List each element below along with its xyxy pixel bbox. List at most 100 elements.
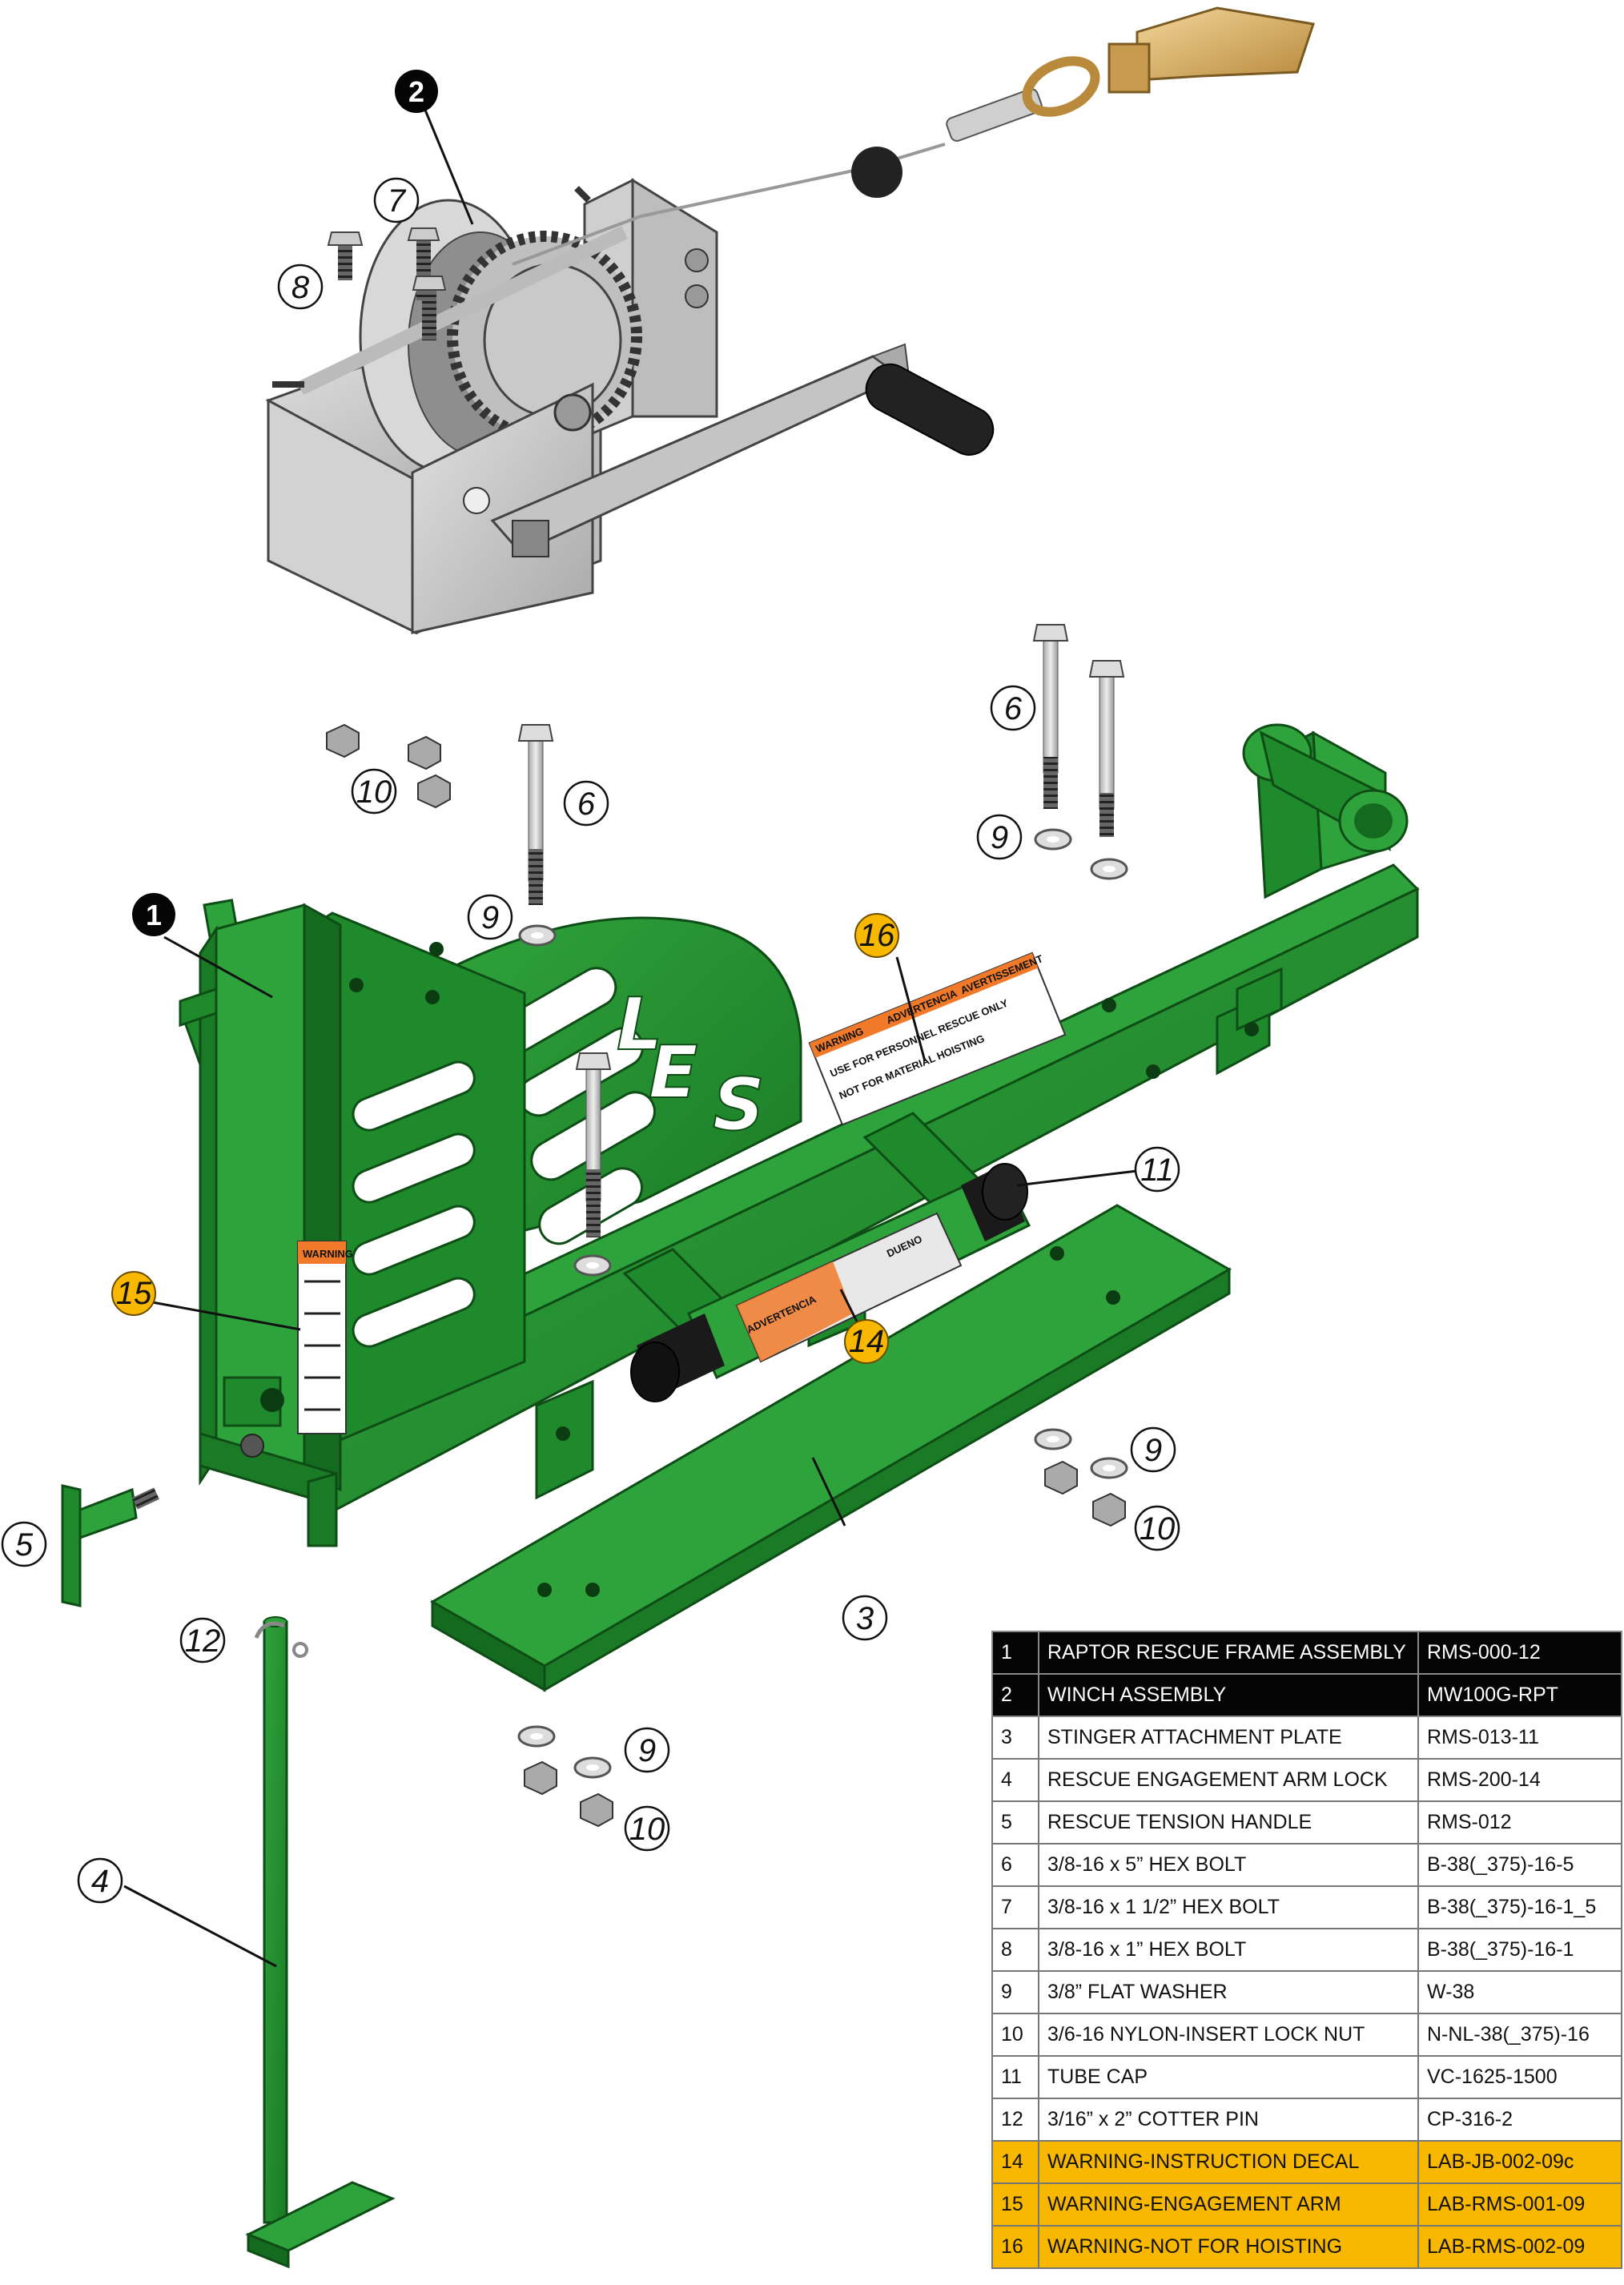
svg-text:3: 3: [856, 1601, 874, 1636]
callout-5: 5: [1, 1521, 47, 1567]
bom-item-number: 8: [991, 1928, 1039, 1972]
bom-item-number: 10: [991, 2013, 1039, 2057]
callout-8: 8: [277, 263, 324, 310]
logo-letter-s: S: [713, 1063, 765, 1147]
svg-text:10: 10: [629, 1812, 665, 1847]
callout-7: 7: [373, 177, 420, 223]
svg-text:14: 14: [849, 1324, 885, 1359]
callout-10-b: 10: [1134, 1505, 1180, 1551]
svg-text:10: 10: [1140, 1511, 1176, 1547]
logo-letter-l: L: [617, 983, 662, 1067]
bom-part-number: VC-1625-1500: [1417, 2055, 1622, 2099]
leader-lines: [123, 107, 1138, 1968]
bom-part-number: RMS-000-12: [1417, 1631, 1622, 1675]
callout-4: 4: [77, 1857, 123, 1904]
not-for-hoisting-decal: WARNING ADVERTENCIA AVERTISSEMENT USE FO…: [808, 951, 1067, 1126]
bom-part-number: LAB-RMS-001-09: [1417, 2182, 1622, 2227]
bom-item-number: 7: [991, 1885, 1039, 1929]
callout-9-b: 9: [976, 814, 1023, 860]
bom-description: 3/8-16 x 1 1/2” HEX BOLT: [1038, 1885, 1419, 1929]
bom-description: 3/8-16 x 5” HEX BOLT: [1038, 1843, 1419, 1887]
rescue-tension-handle: [61, 1484, 159, 1607]
bom-description: RAPTOR RESCUE FRAME ASSEMBLY: [1038, 1631, 1419, 1675]
callout-12: 12: [179, 1617, 226, 1663]
winch-assembly: [265, 6, 1315, 635]
hardware: [326, 624, 1128, 1828]
bom-item-number: 15: [991, 2182, 1039, 2227]
bom-part-number: CP-316-2: [1417, 2098, 1622, 2142]
svg-text:5: 5: [15, 1527, 34, 1563]
bom-description: 3/16” x 2” COTTER PIN: [1038, 2098, 1419, 2142]
svg-text:12: 12: [185, 1623, 221, 1659]
bom-item-number: 3: [991, 1716, 1039, 1760]
rescue-engagement-arm-lock: [245, 1616, 396, 2269]
bom-part-number: B-38(_375)-16-1: [1417, 1928, 1622, 1972]
bom-part-number: LAB-JB-002-09c: [1417, 2140, 1622, 2184]
bom-item-number: 11: [991, 2055, 1039, 2099]
bom-item-number: 9: [991, 1970, 1039, 2014]
callout-6-right: 6: [990, 685, 1036, 731]
svg-text:9: 9: [481, 900, 499, 935]
bom-description: RESCUE ENGAGEMENT ARM LOCK: [1038, 1758, 1419, 1802]
bom-description: 3/8-16 x 1” HEX BOLT: [1038, 1928, 1419, 1972]
bom-item-number: 16: [991, 2225, 1039, 2269]
callout-15: 15: [111, 1271, 156, 1316]
svg-text:6: 6: [577, 786, 596, 822]
callout-10-c: 10: [624, 1805, 670, 1852]
callout-14: 14: [844, 1319, 889, 1364]
svg-text:9: 9: [991, 820, 1008, 855]
bom-description: TUBE CAP: [1038, 2055, 1419, 2099]
tube-cap-left: [630, 1313, 725, 1402]
svg-text:9: 9: [1144, 1433, 1162, 1468]
logo-letter-e: E: [649, 1031, 697, 1115]
engagement-arm-decal: WARNING: [297, 1241, 353, 1434]
svg-text:WARNING: WARNING: [303, 1248, 353, 1260]
bom-description: RESCUE TENSION HANDLE: [1038, 1800, 1419, 1844]
stinger-attachment-plate: [429, 1204, 1232, 1692]
bom-part-number: RMS-012: [1417, 1800, 1622, 1844]
frame-logo-cutouts: L E S: [498, 967, 766, 1245]
svg-text:2: 2: [408, 75, 424, 108]
callout-3: 3: [842, 1595, 888, 1641]
callout-9-c: 9: [1130, 1426, 1176, 1473]
svg-text:10: 10: [356, 774, 392, 810]
bom-part-number: MW100G-RPT: [1417, 1673, 1622, 1717]
bom-item-number: 6: [991, 1843, 1039, 1887]
svg-text:7: 7: [388, 183, 407, 219]
bom-part-number: B-38(_375)-16-5: [1417, 1843, 1622, 1887]
bom-item-number: 12: [991, 2098, 1039, 2142]
svg-text:15: 15: [116, 1276, 152, 1311]
svg-text:8: 8: [291, 270, 310, 305]
svg-text:16: 16: [859, 918, 895, 953]
callout-9-d: 9: [624, 1727, 670, 1773]
svg-text:6: 6: [1004, 691, 1023, 726]
callout-2: 2: [395, 70, 438, 113]
bom-description: WARNING-ENGAGEMENT ARM: [1038, 2182, 1419, 2227]
bom-part-number: N-NL-38(_375)-16: [1417, 2013, 1622, 2057]
snap-hook: [1022, 6, 1315, 117]
callout-6-left: 6: [563, 780, 609, 827]
bom-part-number: W-38: [1417, 1970, 1622, 2014]
svg-text:9: 9: [638, 1733, 656, 1768]
bom-item-number: 2: [991, 1673, 1039, 1717]
svg-text:4: 4: [91, 1864, 109, 1899]
bom-description: STINGER ATTACHMENT PLATE: [1038, 1716, 1419, 1760]
callout-9-a: 9: [467, 894, 513, 940]
bom-description: WARNING-NOT FOR HOISTING: [1038, 2225, 1419, 2269]
tube-cap-right: [961, 1163, 1028, 1241]
callout-1: 1: [132, 893, 175, 936]
bom-part-number: RMS-013-11: [1417, 1716, 1622, 1760]
bom-item-number: 5: [991, 1800, 1039, 1844]
